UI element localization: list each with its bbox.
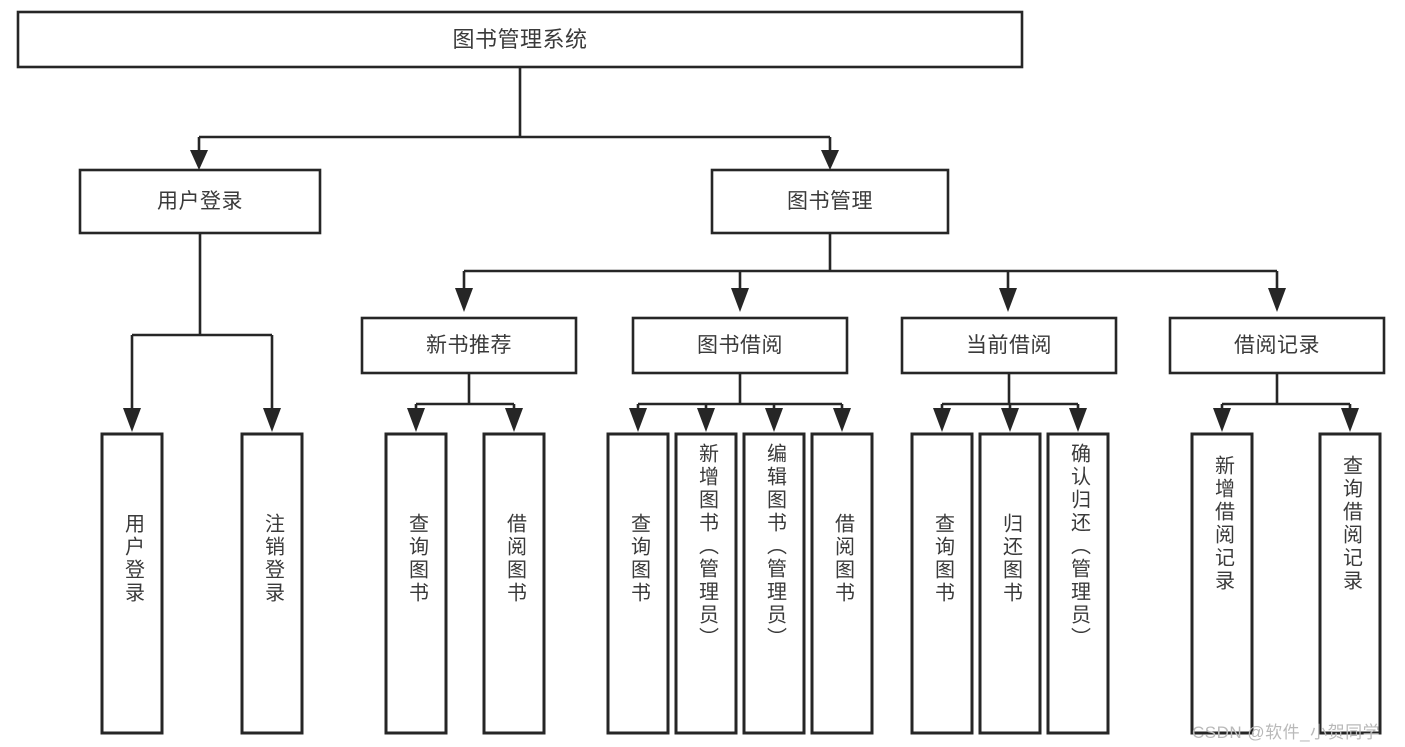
leaf-box-borrow-record-1[interactable] [1318, 432, 1382, 735]
leaf-box-book-borrow-2[interactable] [742, 432, 806, 735]
leaf-box-book-borrow-1[interactable] [674, 432, 738, 735]
leaf-box-borrow-record-0[interactable] [1190, 432, 1254, 735]
arrow-head-new-book-1 [407, 408, 425, 432]
arrow-head-book-borrow-4 [833, 408, 851, 432]
arrow-head-new-book-2 [505, 408, 523, 432]
arrow-head-current-borrow-3 [1069, 408, 1087, 432]
arrow-head-level2-2 [821, 150, 839, 170]
arrow-head-book-borrow-3 [765, 408, 783, 432]
arrow-head-book-borrow-1 [629, 408, 647, 432]
node-new-book-box[interactable] [360, 316, 578, 375]
leaf-box-current-borrow-0[interactable] [910, 432, 974, 735]
arrow-head-current-borrow-2 [1001, 408, 1019, 432]
leaf-box-current-borrow-1[interactable] [978, 432, 1042, 735]
node-book-borrow-box[interactable] [631, 316, 849, 375]
leaf-box-user-login-0[interactable] [100, 432, 164, 735]
arrow-head-user-login-2 [263, 408, 281, 432]
arrow-head-borrow-record-1 [1213, 408, 1231, 432]
leaf-box-user-login-1[interactable] [240, 432, 304, 735]
arrow-head-borrow-record-2 [1341, 408, 1359, 432]
arrow-head-book-borrow-2 [697, 408, 715, 432]
leaf-box-new-book-0[interactable] [384, 432, 448, 735]
node-book-management-box[interactable] [710, 168, 950, 235]
arrow-head-current-borrow-1 [933, 408, 951, 432]
arrow-head-level2-1 [190, 150, 208, 170]
arrow-head-level3-1 [455, 288, 473, 312]
leaf-box-book-borrow-3[interactable] [810, 432, 874, 735]
leaf-box-current-borrow-2[interactable] [1046, 432, 1110, 735]
arrow-head-user-login-1 [123, 408, 141, 432]
node-borrow-record-box[interactable] [1168, 316, 1386, 375]
arrow-head-level3-3 [999, 288, 1017, 312]
node-user-login-box[interactable] [78, 168, 322, 235]
arrow-head-level3-2 [731, 288, 749, 312]
arrow-head-level3-4 [1268, 288, 1286, 312]
node-current-borrow-box[interactable] [900, 316, 1118, 375]
leaf-box-book-borrow-0[interactable] [606, 432, 670, 735]
leaf-box-new-book-1[interactable] [482, 432, 546, 735]
node-root-box[interactable] [16, 10, 1024, 69]
